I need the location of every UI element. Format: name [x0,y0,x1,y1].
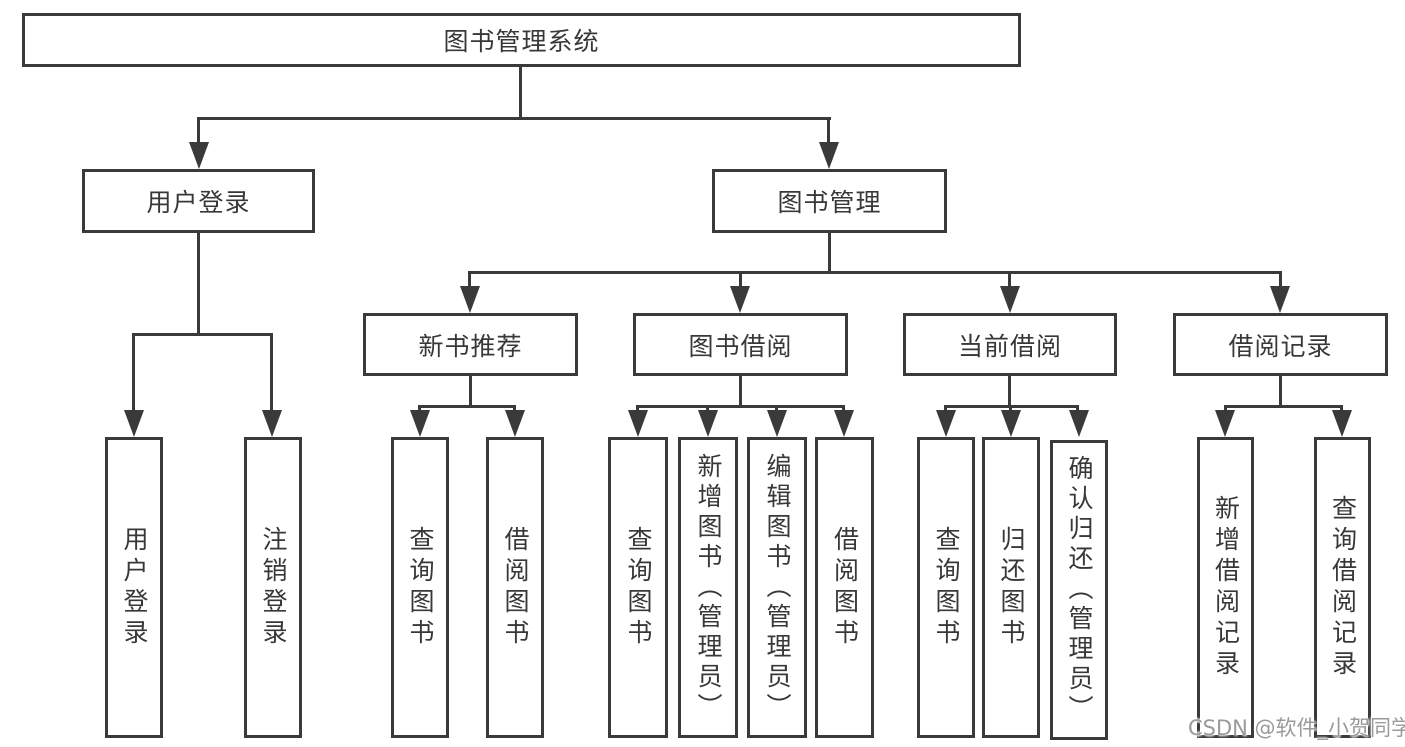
csdn-watermark: CSDN @软件_小贺同学 [1188,716,1405,740]
connector-line [636,405,845,408]
connector-line [842,405,845,414]
connector-line [519,66,522,119]
arrow-down-icon [819,142,839,169]
connector-line [1279,271,1282,289]
arrow-down-icon [628,410,648,437]
connector-line [1340,405,1343,414]
node-current-borrowing: 当前借阅 [903,313,1117,376]
leaf-add-borrow-record: 新增借阅记录 [1197,437,1254,738]
connector-line [944,405,947,414]
node-borrow-records: 借阅记录 [1173,313,1388,376]
arrow-down-icon [262,410,282,437]
connector-line [132,333,273,336]
connector-line [1008,271,1011,289]
arrow-down-icon [834,410,854,437]
connector-line [468,271,1282,274]
connector-line [706,405,709,414]
leaf-borrow-books-2: 借阅图书 [815,437,874,738]
leaf-query-books-1: 查询图书 [391,437,449,738]
arrow-down-icon [1000,286,1020,313]
arrow-down-icon [1069,410,1089,437]
node-user-login: 用户登录 [82,169,315,233]
node-new-book-recommend: 新书推荐 [363,313,578,376]
arrow-down-icon [410,410,430,437]
leaf-logout: 注销登录 [244,437,302,738]
leaf-confirm-return-admin: 确认归还（管理员） [1050,440,1108,740]
leaf-query-books-3: 查询图书 [917,437,975,738]
node-library-system: 图书管理系统 [22,13,1021,67]
connector-line [197,117,200,145]
arrow-down-icon [505,410,525,437]
arrow-down-icon [730,286,750,313]
arrow-down-icon [460,286,480,313]
connector-line [739,376,742,408]
arrow-down-icon [1332,410,1352,437]
connector-line [739,271,742,289]
arrow-down-icon [189,142,209,169]
leaf-user-login: 用户登录 [105,437,163,738]
arrow-down-icon [1001,410,1021,437]
connector-line [1009,405,1012,414]
leaf-add-book-admin: 新增图书（管理员） [678,437,738,738]
node-book-borrowing: 图书借阅 [633,313,848,376]
connector-line [197,117,831,120]
connector-line [1279,376,1282,408]
arrow-down-icon [124,410,144,437]
arrow-down-icon [1270,286,1290,313]
connector-line [1224,405,1343,408]
arrow-down-icon [698,410,718,437]
connector-line [468,271,471,289]
connector-line [418,405,421,414]
connector-line [513,405,516,414]
connector-line [775,405,778,414]
leaf-borrow-books-1: 借阅图书 [486,437,544,738]
connector-line [197,233,200,336]
connector-line [1008,374,1011,408]
connector-line [132,333,135,413]
connector-line [827,117,830,145]
node-book-management: 图书管理 [712,169,947,233]
arrow-down-icon [1215,410,1235,437]
leaf-query-books-2: 查询图书 [608,437,668,738]
connector-line [270,333,273,413]
arrow-down-icon [936,410,956,437]
leaf-edit-book-admin: 编辑图书（管理员） [747,437,807,738]
leaf-query-borrow-record: 查询借阅记录 [1314,437,1371,738]
leaf-return-books: 归还图书 [982,437,1040,738]
connector-line [828,233,831,274]
connector-line [418,405,516,408]
arrow-down-icon [767,410,787,437]
connector-line [636,405,639,414]
connector-line [1224,405,1227,414]
connector-line [1076,405,1079,414]
connector-line [469,376,472,408]
